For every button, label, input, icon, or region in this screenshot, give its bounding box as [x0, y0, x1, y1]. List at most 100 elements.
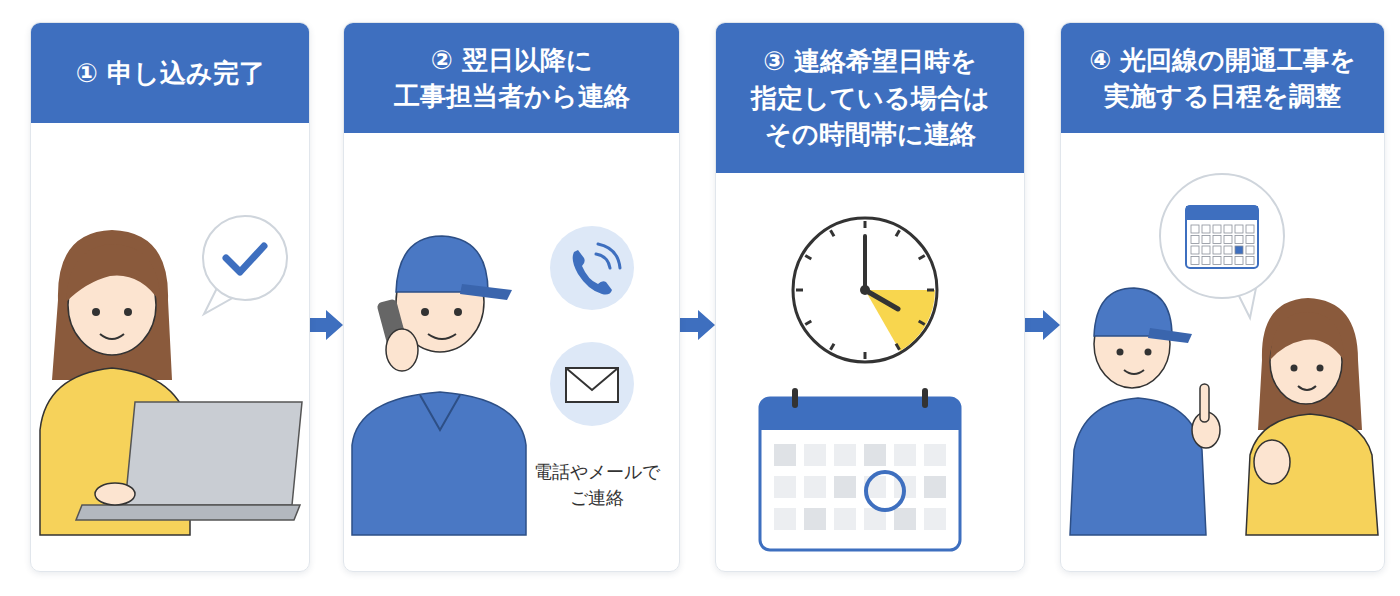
- contact-icons: [596, 244, 620, 268]
- clock-icon: [860, 285, 870, 295]
- woman-figure: [1270, 312, 1344, 360]
- worker-phone-figure: [352, 236, 526, 535]
- step-note: 電話やメールで ご連絡: [516, 459, 678, 511]
- step-heading: ③ 連絡希望日時を 指定している場合は その時間帯に連絡: [730, 43, 1010, 152]
- woman-laptop-figure: [66, 244, 160, 302]
- calendar-icon: [924, 444, 946, 466]
- step-heading: ④ 光回線の開通工事を 実施する日程を調整: [1075, 42, 1370, 115]
- calendar-bubble: [1160, 174, 1284, 318]
- clock-icon: [863, 236, 867, 290]
- calendar-icon: [774, 508, 796, 530]
- worker-phone-figure: [460, 284, 512, 300]
- worker-figure: [1070, 398, 1206, 535]
- calendar-icon: [760, 398, 960, 550]
- contact-icons: [573, 250, 612, 295]
- calendar-icon: [834, 444, 856, 466]
- calendar-bubble: [1160, 174, 1284, 298]
- contact-icons: [566, 368, 618, 390]
- calendar-bubble: [1224, 236, 1232, 244]
- calendar-bubble: [1235, 225, 1243, 233]
- step-header-band: ④ 光回線の開通工事を 実施する日程を調整: [1061, 23, 1384, 133]
- calendar-bubble: [1202, 225, 1210, 233]
- calendar-bubble: [1202, 246, 1210, 254]
- clock-icon: [865, 290, 898, 309]
- calendar-icon: [924, 476, 946, 498]
- worker-phone-figure: [428, 334, 456, 339]
- calendar-icon: [864, 444, 886, 466]
- calendar-bubble: [1235, 246, 1243, 254]
- step-header-band: ③ 連絡希望日時を 指定している場合は その時間帯に連絡: [716, 23, 1024, 173]
- calendar-bubble: [1246, 246, 1254, 254]
- woman-figure: [1246, 414, 1378, 535]
- step-header-band: ② 翌日以降に 工事担当者から連絡: [344, 23, 679, 133]
- worker-figure: [1094, 288, 1172, 336]
- calendar-bubble: [1213, 225, 1221, 233]
- woman-laptop-figure: [95, 483, 135, 505]
- woman-figure: [1254, 440, 1290, 484]
- worker-figure: [1200, 384, 1209, 422]
- contact-icons: [550, 226, 634, 426]
- calendar-icon: [804, 444, 826, 466]
- calendar-icon: [760, 388, 960, 550]
- clock-icon: [896, 344, 900, 350]
- woman-figure: [1317, 365, 1324, 372]
- clock-icon: [793, 218, 937, 362]
- calendar-icon: [760, 398, 960, 430]
- step-heading: ② 翌日以降に 工事担当者から連絡: [358, 42, 665, 115]
- clock-icon: [896, 230, 900, 236]
- flow-arrow: [310, 310, 343, 340]
- calendar-bubble: [1191, 257, 1199, 265]
- worker-phone-figure: [396, 236, 488, 292]
- clock-icon: [865, 290, 935, 351]
- calendar-bubble: [1224, 225, 1232, 233]
- worker-phone-figure: [421, 308, 429, 316]
- calendar-icon: [922, 388, 928, 408]
- worker-phone-figure: [420, 395, 460, 430]
- step-panel: ④ 光回線の開通工事を 実施する日程を調整: [1060, 22, 1385, 572]
- check-bubble: [226, 246, 264, 272]
- step-header-band: ① 申し込み完了: [31, 23, 309, 123]
- flow-arrow: [680, 310, 715, 340]
- woman-laptop-figure: [125, 402, 302, 505]
- calendar-bubble: [1213, 257, 1221, 265]
- calendar-bubble: [1186, 206, 1258, 220]
- calendar-icon: [894, 444, 916, 466]
- calendar-icon: [792, 388, 798, 408]
- clock-icon: [864, 352, 867, 359]
- worker-figure: [1117, 349, 1124, 356]
- woman-laptop-figure: [76, 505, 300, 520]
- worker-figure: [1124, 370, 1144, 374]
- calendar-bubble: [1235, 236, 1243, 244]
- worker-phone-figure: [386, 329, 418, 371]
- woman-figure: [1298, 386, 1316, 390]
- calendar-bubble: [1202, 257, 1210, 265]
- step-heading: ① 申し込み完了: [75, 55, 264, 91]
- calendar-icon: [804, 508, 826, 530]
- calendar-bubble: [1224, 246, 1232, 254]
- calendar-bubble: [1213, 236, 1221, 244]
- clock-icon: [831, 344, 835, 350]
- calendar-bubble: [1186, 206, 1258, 268]
- calendar-bubble: [1246, 257, 1254, 265]
- clock-icon: [919, 256, 925, 260]
- calendar-icon: [894, 508, 916, 530]
- calendar-icon: [774, 444, 796, 466]
- worker-phone-figure: [352, 392, 526, 535]
- clock-icon: [805, 256, 811, 260]
- flow-arrow: [1025, 310, 1060, 340]
- contact-icons: [566, 368, 618, 402]
- woman-figure: [1246, 298, 1378, 535]
- woman-laptop-figure: [100, 334, 124, 339]
- clock-icon: [919, 321, 925, 325]
- calendar-bubble: [1191, 225, 1199, 233]
- calendar-bubble: [1191, 236, 1199, 244]
- clock-icon: [864, 221, 867, 228]
- woman-figure: [1291, 365, 1298, 372]
- clock-icon: [793, 218, 937, 362]
- calendar-bubble: [1246, 225, 1254, 233]
- calendar-icon: [866, 472, 904, 510]
- calendar-icon: [924, 508, 946, 530]
- worker-figure: [1148, 328, 1192, 343]
- calendar-icon: [774, 476, 796, 498]
